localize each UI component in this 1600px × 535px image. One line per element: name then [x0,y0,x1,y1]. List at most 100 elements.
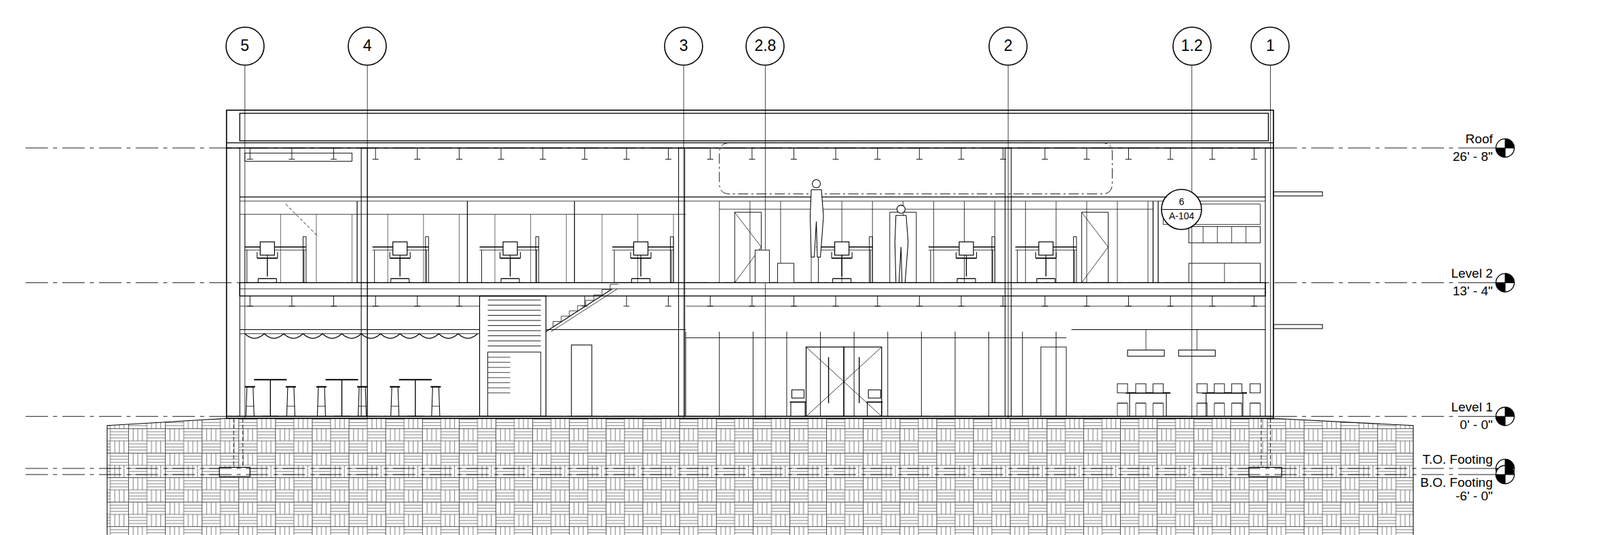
dining-chair [1231,383,1242,394]
door-swing [1081,212,1108,248]
ceiling-hanger [999,158,1007,160]
glazing-mullion [422,214,424,284]
glazing-mullion [280,214,282,284]
ceiling-hanger [414,158,421,160]
door [889,212,917,284]
ceiling-hanger [1170,147,1171,160]
stair-tread [488,325,542,326]
bar-stool [389,386,400,388]
ceiling-hanger [1086,295,1087,307]
ceiling-hanger [667,295,669,307]
chair [509,255,511,259]
grid-line [1270,65,1271,419]
grid-bubble-circle [664,27,703,66]
stair-tread [488,387,511,389]
level-name: Roof [1465,132,1493,146]
wall-line [239,147,241,417]
glazing-transom [239,213,686,215]
ceiling-hanger [623,305,630,307]
level-line [25,416,1460,417]
chair [389,251,391,258]
ceiling-hanger [1170,295,1171,307]
chair [1045,257,1047,277]
dining-chair [1241,403,1243,417]
ceiling-hanger [372,158,379,160]
grid-label: 4 [363,37,372,55]
level-head [1496,282,1506,292]
dining-chair [1214,402,1225,404]
dining-chair [1127,403,1129,417]
chair [850,278,852,283]
person-figure [896,205,905,214]
stair-tread [488,340,542,342]
chair [519,251,521,258]
column [1005,147,1012,417]
dining-chair [1153,383,1164,394]
ceiling-hanger [291,147,292,160]
chair [631,278,650,279]
grid-label: 2 [1003,37,1013,55]
chair [399,257,401,277]
chair [629,251,631,258]
stair-tread [568,310,570,317]
dining-chair [1196,403,1198,417]
storefront-mullion [786,331,787,417]
glazing-mullion [718,200,720,283]
dining-chair [1249,383,1260,394]
stair-tread [560,316,562,322]
bar-table [414,379,416,417]
stair-tread [488,330,542,332]
bar-stool [365,386,367,417]
dining-chair [1196,402,1207,404]
desk [1016,249,1018,283]
ceiling-line [685,305,1266,307]
chair [1055,251,1057,258]
glazing-mullion [458,214,460,284]
desk [481,249,482,283]
chair [851,251,853,258]
level-line [25,147,1460,148]
desk-panel [425,236,430,284]
chair [640,255,641,259]
ceiling-hanger [832,158,840,160]
lounge-chair [804,401,806,417]
level-elevation: 0' - 0" [1460,418,1493,432]
ceiling-hanger [751,147,753,160]
dining-chair [1162,403,1164,417]
floor-line [226,416,1274,418]
door [571,344,592,417]
desk [374,249,375,283]
floor-slab [239,288,1266,290]
stair-tread [593,294,594,301]
glazing-mullion [1086,200,1087,283]
storefront-mullion [718,331,720,417]
bar-table [270,379,271,417]
chair [965,255,967,259]
bar-stool [391,386,393,417]
ceiling-hanger [625,295,627,307]
grid-bubble-circle [746,27,785,66]
bar-stool [431,386,434,417]
dining-chair [1117,383,1128,394]
ceiling-hanger [249,295,251,307]
foundation-wall [242,418,244,468]
awning-valance [245,333,478,339]
level-head [1496,474,1506,485]
level-head [1496,407,1515,426]
ceiling-line [545,329,686,330]
level-head [1504,464,1515,475]
chair [1045,255,1047,259]
fixture-pendant [1196,329,1198,351]
lounge-chair [789,401,806,403]
person-figure [894,215,909,283]
stair-core [479,295,546,417]
chair [1035,251,1036,258]
grid-line [1191,65,1193,419]
level-elevation: 26' - 8" [1452,150,1493,164]
dining-chair [1116,403,1118,417]
section-callout-circle [1161,189,1202,230]
partition [357,200,358,283]
chair [959,241,974,256]
desk-panel [869,236,873,284]
